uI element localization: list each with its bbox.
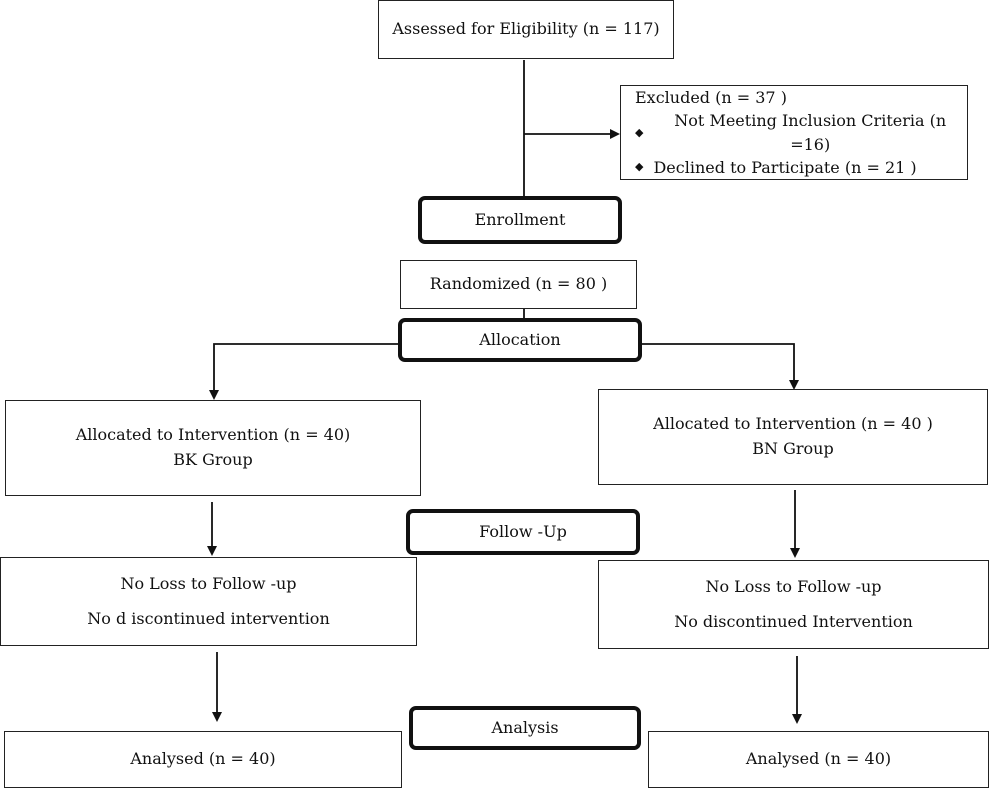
stage-allocation-label: Allocation: [479, 329, 561, 349]
eligibility-box: Assessed for Eligibility (n = 117): [378, 0, 674, 59]
eligibility-label: Assessed for Eligibility (n = 117): [392, 19, 660, 39]
left-allocated-label: Allocated to Intervention (n = 40): [75, 425, 351, 445]
excluded-title: Excluded (n = 37 ): [635, 88, 787, 108]
stage-followup: Follow -Up: [406, 509, 640, 555]
excluded-item-label: Declined to Participate (n = 21 ): [653, 157, 917, 177]
left-group-label: BK Group: [173, 450, 253, 469]
left-analysed-box: Analysed (n = 40): [4, 731, 402, 788]
excluded-item-label: Not Meeting Inclusion Criteria (n =16): [674, 111, 947, 154]
left-followup-line1: No Loss to Follow -up: [120, 573, 297, 593]
stage-analysis: Analysis: [409, 706, 641, 750]
right-analysed-label: Analysed (n = 40): [745, 749, 892, 769]
right-followup-line1: No Loss to Follow -up: [705, 576, 882, 596]
left-analysed-label: Analysed (n = 40): [130, 749, 276, 769]
stage-allocation: Allocation: [398, 318, 642, 362]
randomized-label: Randomized (n = 80 ): [429, 274, 608, 294]
left-followup-box: No Loss to Follow -up No d iscontinued i…: [0, 557, 417, 646]
stage-enrollment-label: Enrollment: [474, 209, 566, 229]
stage-followup-label: Follow -Up: [479, 521, 567, 541]
right-followup-line2: No discontinued Intervention: [674, 611, 913, 631]
excluded-item: ◆ Not Meeting Inclusion Criteria (n =16): [635, 109, 967, 155]
excluded-box: Excluded (n = 37 ) ◆ Not Meeting Inclusi…: [620, 85, 968, 180]
right-followup-box: No Loss to Follow -up No discontinued In…: [598, 560, 989, 649]
diamond-bullet-icon: ◆: [635, 125, 644, 139]
right-analysed-box: Analysed (n = 40): [648, 731, 989, 788]
right-allocated-label: Allocated to Intervention (n = 40 ): [653, 414, 933, 434]
connector-allocation-to-left: [209, 343, 400, 400]
right-group-label: BN Group: [752, 439, 834, 458]
randomized-box: Randomized (n = 80 ): [400, 260, 637, 309]
stage-enrollment: Enrollment: [418, 196, 622, 244]
excluded-item: ◆ Declined to Participate (n = 21 ): [635, 156, 917, 179]
right-allocated-box: Allocated to Intervention (n = 40 ) BN G…: [598, 389, 988, 485]
left-followup-line2: No d iscontinued intervention: [87, 608, 330, 628]
diamond-bullet-icon: ◆: [635, 160, 644, 174]
stage-analysis-label: Analysis: [491, 717, 559, 737]
connector-allocation-to-right: [640, 343, 799, 390]
left-allocated-box: Allocated to Intervention (n = 40) BK Gr…: [5, 400, 421, 496]
